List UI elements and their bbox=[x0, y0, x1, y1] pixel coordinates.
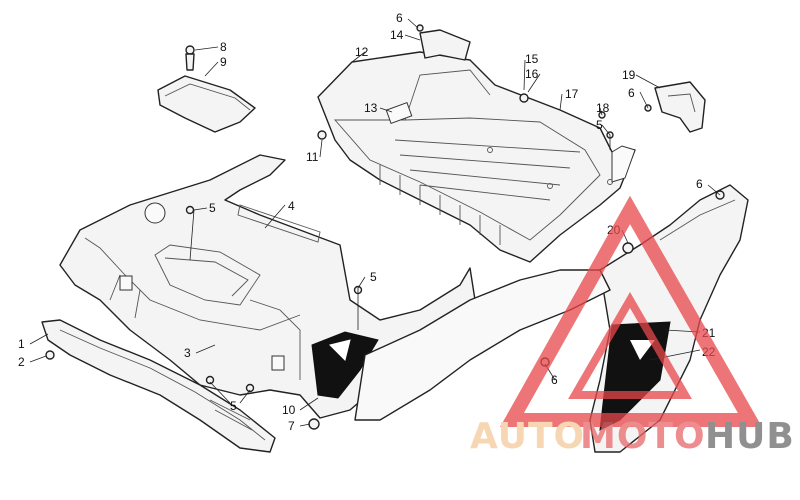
callout-9: 9 bbox=[220, 55, 227, 69]
callout-2: 2 bbox=[18, 355, 25, 369]
callout-16: 16 bbox=[525, 67, 539, 81]
callout-14: 14 bbox=[390, 28, 404, 42]
running-board bbox=[41, 319, 276, 453]
leader-lines bbox=[29, 18, 721, 427]
callout-5b: 5 bbox=[370, 270, 377, 284]
callout-7: 7 bbox=[288, 419, 295, 433]
callout-5c: 5 bbox=[230, 399, 237, 413]
callout-17: 17 bbox=[565, 87, 579, 101]
callout-5a: 5 bbox=[209, 201, 216, 215]
callout-1: 1 bbox=[18, 337, 25, 351]
callout-13: 13 bbox=[364, 101, 378, 115]
watermark-triangle-icon bbox=[500, 195, 763, 427]
watermark-text-moto: MOTO bbox=[580, 416, 706, 457]
callout-12: 12 bbox=[355, 45, 369, 59]
trim-strip-4 bbox=[237, 204, 321, 243]
callout-6b: 6 bbox=[628, 86, 635, 100]
callout-5d: 5 bbox=[596, 118, 603, 132]
callout-18: 18 bbox=[596, 101, 610, 115]
bracket-14 bbox=[419, 29, 471, 61]
callout-11: 11 bbox=[306, 150, 319, 164]
callout-8: 8 bbox=[220, 40, 227, 54]
watermark-inner-triangle-icon bbox=[568, 292, 692, 399]
callout-19: 19 bbox=[622, 68, 636, 82]
callout-3: 3 bbox=[184, 346, 191, 360]
side-panel-10 bbox=[311, 331, 379, 399]
watermark: AUTO MOTO HUB bbox=[470, 195, 795, 457]
cargo-tray bbox=[317, 51, 636, 263]
callout-6c: 6 bbox=[696, 177, 703, 191]
watermark-text-hub: HUB bbox=[705, 416, 795, 457]
storage-lid bbox=[157, 45, 256, 133]
latch-19 bbox=[654, 81, 706, 133]
callout-4: 4 bbox=[288, 199, 295, 213]
callout-15: 15 bbox=[525, 52, 539, 66]
callout-6d: 6 bbox=[551, 373, 558, 387]
callout-10: 10 bbox=[282, 403, 296, 417]
watermark-text-auto: AUTO bbox=[470, 416, 585, 457]
callout-6a: 6 bbox=[396, 11, 403, 25]
